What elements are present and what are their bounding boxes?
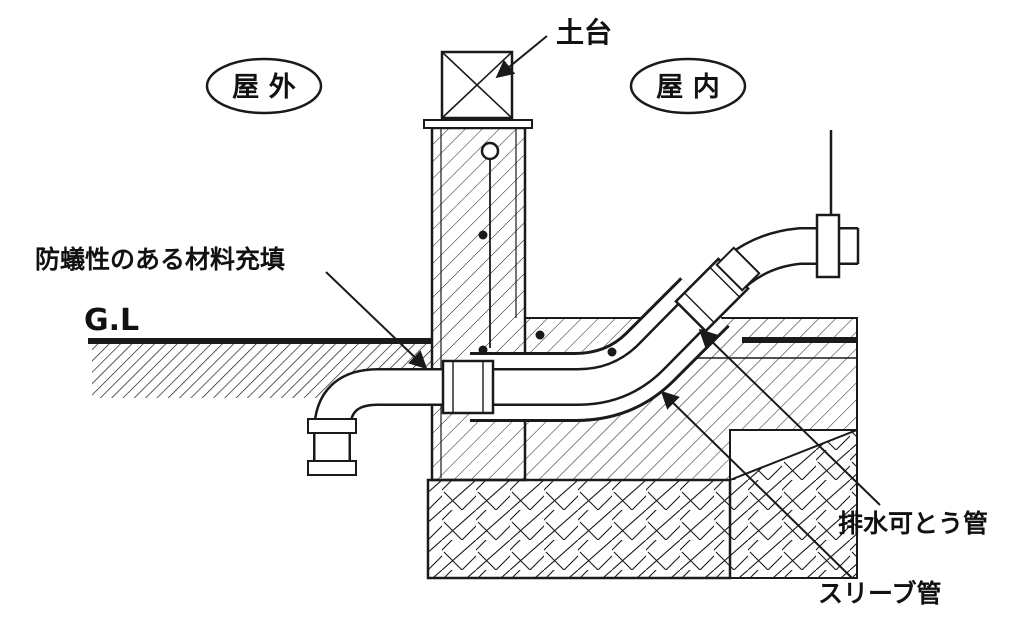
leader-flexible-drain (698, 328, 881, 506)
drain-pipe (313, 227, 860, 474)
sill-beam-label: 土台 (556, 16, 612, 49)
diagonal-ring (715, 246, 761, 292)
foundation-wall (430, 126, 527, 482)
sleeve-pipe-label: スリーブ管 (818, 579, 942, 608)
rebar-dots (478, 230, 617, 357)
ground-level-label: G.L (84, 303, 139, 338)
sill-beam-section (440, 50, 514, 120)
indoor-label: 屋 内 (656, 72, 719, 103)
anchor-bolt (480, 141, 500, 348)
outdoor-label: 屋 外 (232, 72, 295, 103)
sill-plate (423, 119, 533, 129)
leader-sill-beam (495, 35, 548, 79)
outdoor-callout: 屋 外 (205, 57, 323, 115)
indoor-callout: 屋 内 (629, 57, 747, 115)
termite-fill-label: 防蟻性のある材料充填 (35, 245, 285, 274)
top-flange-coupling (815, 213, 841, 279)
footing (426, 478, 732, 580)
leader-sleeve-pipe (660, 390, 853, 579)
right-slope-ground (729, 428, 858, 579)
outdoor-pipe-collar-top (307, 418, 357, 434)
leader-termite-fill (325, 271, 428, 370)
flexible-drain-label: 排水可とう管 (838, 509, 988, 538)
wall-penetration-coupling (441, 359, 495, 415)
outdoor-pipe-collar-bottom (307, 460, 357, 476)
